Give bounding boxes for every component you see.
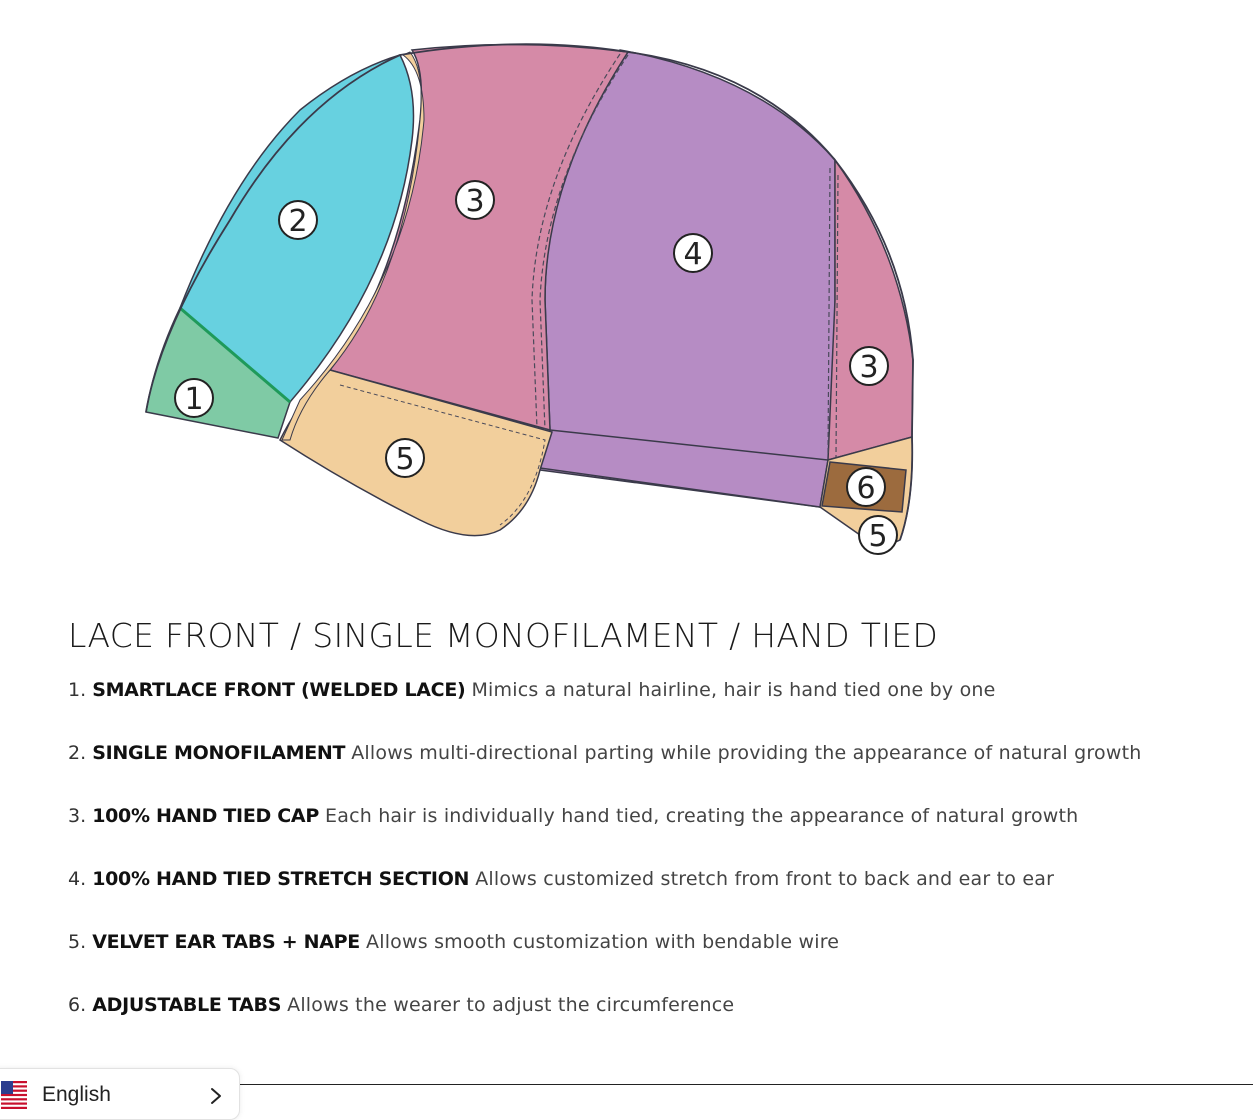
svg-text:4: 4 <box>683 237 702 272</box>
feature-item-hand-tied-cap: 3. 100% HAND TIED CAP Each hair is indiv… <box>68 802 1141 865</box>
zone-hand-tied-back <box>827 157 914 461</box>
language-selector[interactable]: English <box>0 1068 240 1120</box>
feature-number: 6. <box>68 994 87 1016</box>
feature-number: 1. <box>68 679 87 701</box>
chevron-right-icon <box>211 1088 221 1104</box>
feature-description: Each hair is individually hand tied, cre… <box>325 805 1079 827</box>
language-label: English <box>42 1083 111 1106</box>
us-flag-icon <box>1 1081 27 1109</box>
feature-name: ADJUSTABLE TABS <box>92 994 282 1016</box>
stitch-line <box>539 54 629 431</box>
callout-4: 4 <box>673 233 713 273</box>
svg-text:6: 6 <box>856 471 875 506</box>
stitch-line <box>835 174 839 458</box>
svg-text:5: 5 <box>868 519 887 554</box>
feature-description: Mimics a natural hairline, hair is hand … <box>471 679 996 701</box>
callout-5-nape: 5 <box>858 515 898 555</box>
feature-item-ear-tabs: 5. VELVET EAR TABS + NAPE Allows smooth … <box>68 928 1141 991</box>
callout-3-back: 3 <box>849 346 889 386</box>
feature-number: 2. <box>68 742 87 764</box>
feature-description: Allows multi-directional parting while p… <box>351 742 1142 764</box>
feature-item-stretch-section: 4. 100% HAND TIED STRETCH SECTION Allows… <box>68 865 1141 928</box>
callout-2: 2 <box>278 200 318 240</box>
feature-number: 5. <box>68 931 87 953</box>
svg-text:2: 2 <box>288 204 307 239</box>
feature-description: Allows the wearer to adjust the circumfe… <box>287 994 735 1016</box>
feature-description: Allows smooth customization with bendabl… <box>366 931 840 953</box>
svg-text:5: 5 <box>395 442 414 477</box>
feature-number: 4. <box>68 868 87 890</box>
feature-description: Allows customized stretch from front to … <box>475 868 1055 890</box>
stitch-line <box>339 384 546 526</box>
feature-list: 1. SMARTLACE FRONT (WELDED LACE) Mimics … <box>68 676 1141 1054</box>
feature-item-monofilament: 2. SINGLE MONOFILAMENT Allows multi-dire… <box>68 739 1141 802</box>
callout-1: 1 <box>174 378 214 418</box>
callout-3-crown: 3 <box>455 180 495 220</box>
feature-name: VELVET EAR TABS + NAPE <box>92 931 360 953</box>
feature-name: SINGLE MONOFILAMENT <box>92 742 346 764</box>
wig-cap-diagram: 1 2 3 3 4 5 5 6 <box>145 43 914 555</box>
page-title: LACE FRONT / SINGLE MONOFILAMENT / HAND … <box>68 616 939 655</box>
svg-text:3: 3 <box>465 184 484 219</box>
callout-5-ear: 5 <box>385 438 425 478</box>
feature-name: 100% HAND TIED STRETCH SECTION <box>92 868 470 890</box>
lace-edge-line <box>179 306 291 404</box>
feature-name: SMARTLACE FRONT (WELDED LACE) <box>92 679 466 701</box>
svg-text:1: 1 <box>184 382 203 417</box>
feature-number: 3. <box>68 805 87 827</box>
welded-strip <box>281 51 425 441</box>
svg-text:3: 3 <box>859 350 878 385</box>
cap-outline <box>145 43 914 541</box>
feature-name: 100% HAND TIED CAP <box>92 805 319 827</box>
stitch-line <box>531 53 621 429</box>
callout-6: 6 <box>846 467 886 507</box>
feature-item-lace-front: 1. SMARTLACE FRONT (WELDED LACE) Mimics … <box>68 676 1141 739</box>
divider <box>240 1084 1253 1085</box>
feature-item-adjustable-tabs: 6. ADJUSTABLE TABS Allows the wearer to … <box>68 991 1141 1054</box>
